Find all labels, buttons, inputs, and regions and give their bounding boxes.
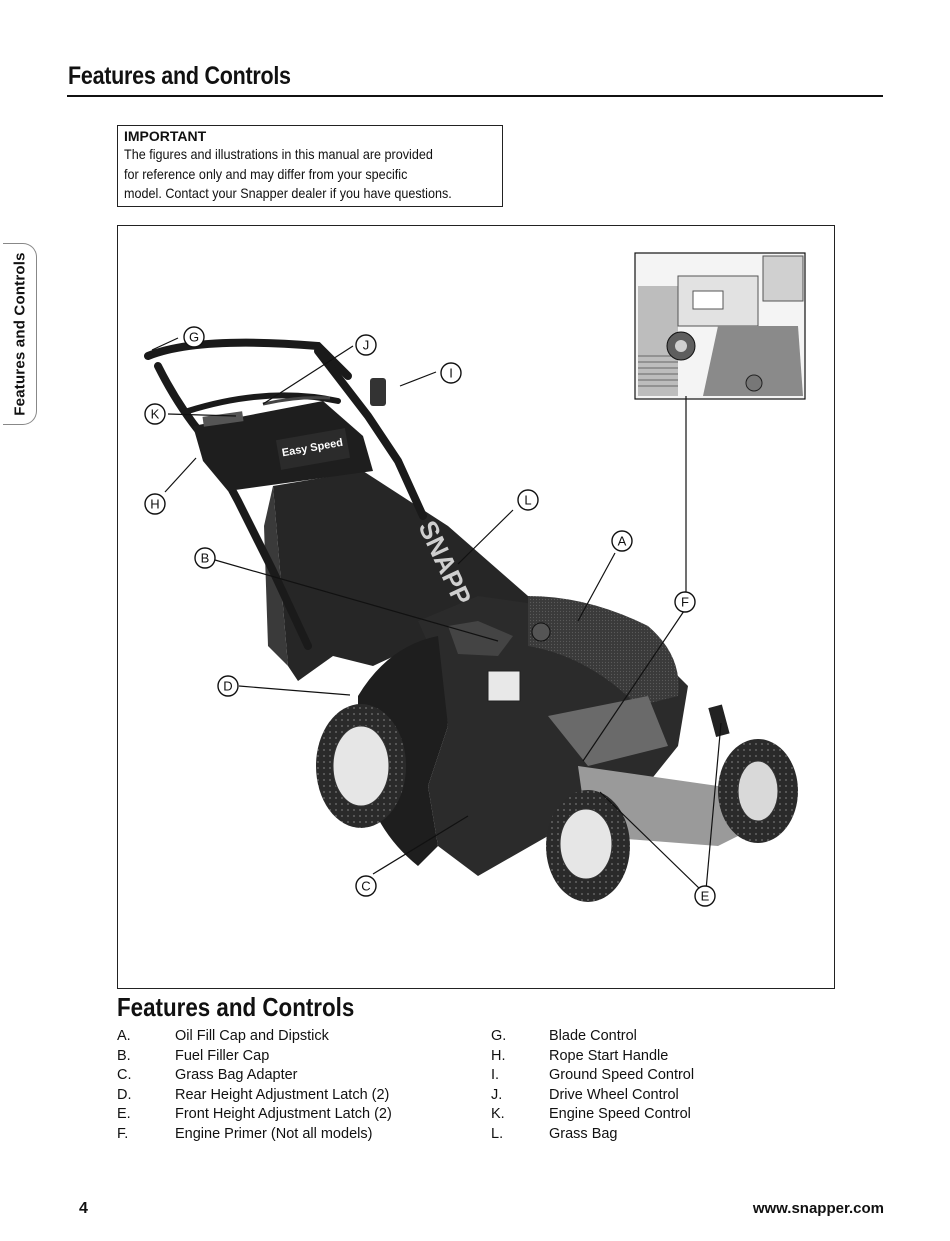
legend-letter: J. [491, 1086, 503, 1103]
callout-l: L [517, 489, 539, 511]
callout-f: F [674, 591, 696, 613]
callout-d: D [217, 675, 239, 697]
legend-text: Rear Height Adjustment Latch (2) [175, 1086, 390, 1103]
legend-letter: C. [117, 1067, 132, 1083]
legend-letter: L. [491, 1125, 504, 1142]
rear-left-wheel [316, 704, 406, 828]
side-section-tab-label: Features and Controls [11, 252, 28, 416]
page-number: 4 [79, 1200, 88, 1217]
callout-g: G [183, 326, 205, 348]
handle-frame [144, 338, 427, 650]
handle-control-box: Easy Speed [193, 378, 386, 491]
important-text: The figures and illustrations in this ma… [124, 145, 502, 204]
important-line: for reference only and may differ from y… [124, 165, 408, 182]
callout-a: A [611, 530, 633, 552]
legend-text: Drive Wheel Control [549, 1086, 679, 1103]
legend-letter: B. [117, 1047, 131, 1064]
side-section-tab[interactable]: Features and Controls [3, 243, 37, 425]
bail-bar [262, 396, 331, 406]
svg-text:H: H [150, 497, 159, 512]
legend-letter: G. [491, 1028, 507, 1044]
svg-text:J: J [363, 338, 370, 353]
legend-letter: K. [491, 1106, 505, 1122]
important-heading: IMPORTANT [124, 128, 207, 144]
svg-text:C: C [361, 879, 370, 894]
important-line: The figures and illustrations in this ma… [124, 146, 433, 162]
callout-h: H [144, 493, 166, 515]
legend-text: Fuel Filler Cap [175, 1047, 270, 1064]
legend-text: Blade Control [549, 1028, 637, 1044]
legend-heading: Features and Controls [117, 992, 355, 1022]
legend-text: Ground Speed Control [549, 1067, 695, 1083]
legend-text: Rope Start Handle [549, 1047, 669, 1064]
svg-text:F: F [681, 595, 689, 610]
legend-text: Grass Bag [549, 1125, 618, 1142]
website-link[interactable]: www.snapper.com [752, 1200, 884, 1217]
legend-letter: F. [117, 1125, 129, 1142]
legend-letter: H. [491, 1047, 506, 1064]
svg-text:I: I [449, 366, 453, 381]
important-notice: IMPORTANT The figures and illustrations … [117, 125, 503, 207]
important-line: model. Contact your Snapper dealer if yo… [124, 185, 452, 201]
front-left-wheel [546, 790, 630, 902]
svg-text:G: G [189, 330, 199, 345]
svg-text:L: L [524, 493, 531, 508]
legend-text: Engine Primer (Not all models) [175, 1125, 373, 1142]
legend-letter: A. [117, 1028, 131, 1044]
callout-k: K [144, 403, 166, 425]
svg-text:B: B [201, 551, 210, 566]
legend-text: Oil Fill Cap and Dipstick [175, 1028, 329, 1044]
callout-b: B [194, 547, 216, 569]
svg-text:D: D [223, 679, 232, 694]
mower-illustration: SNAPPER Easy Speed [144, 252, 806, 907]
callout-e: E [694, 885, 716, 907]
callout-c: C [355, 875, 377, 897]
svg-text:E: E [701, 889, 710, 904]
callout-i: I [440, 362, 462, 384]
front-right-wheel [718, 739, 798, 843]
mower-body [358, 596, 758, 876]
mower-figure: SNAPPER Easy Speed [117, 225, 835, 989]
primer-inset [634, 252, 806, 400]
legend-text: Grass Bag Adapter [175, 1067, 298, 1083]
legend-letter: I. [491, 1067, 500, 1083]
callout-leaders [151, 337, 722, 891]
legend-text: Front Height Adjustment Latch (2) [175, 1106, 392, 1122]
legend-text: Engine Speed Control [549, 1106, 691, 1122]
svg-text:K: K [151, 407, 160, 422]
callout-j: J [355, 334, 377, 356]
legend-letter: E. [117, 1106, 131, 1122]
svg-text:A: A [618, 534, 627, 549]
page-title: Features and Controls [68, 62, 291, 90]
title-divider [67, 95, 883, 97]
legend-letter: D. [117, 1086, 132, 1103]
